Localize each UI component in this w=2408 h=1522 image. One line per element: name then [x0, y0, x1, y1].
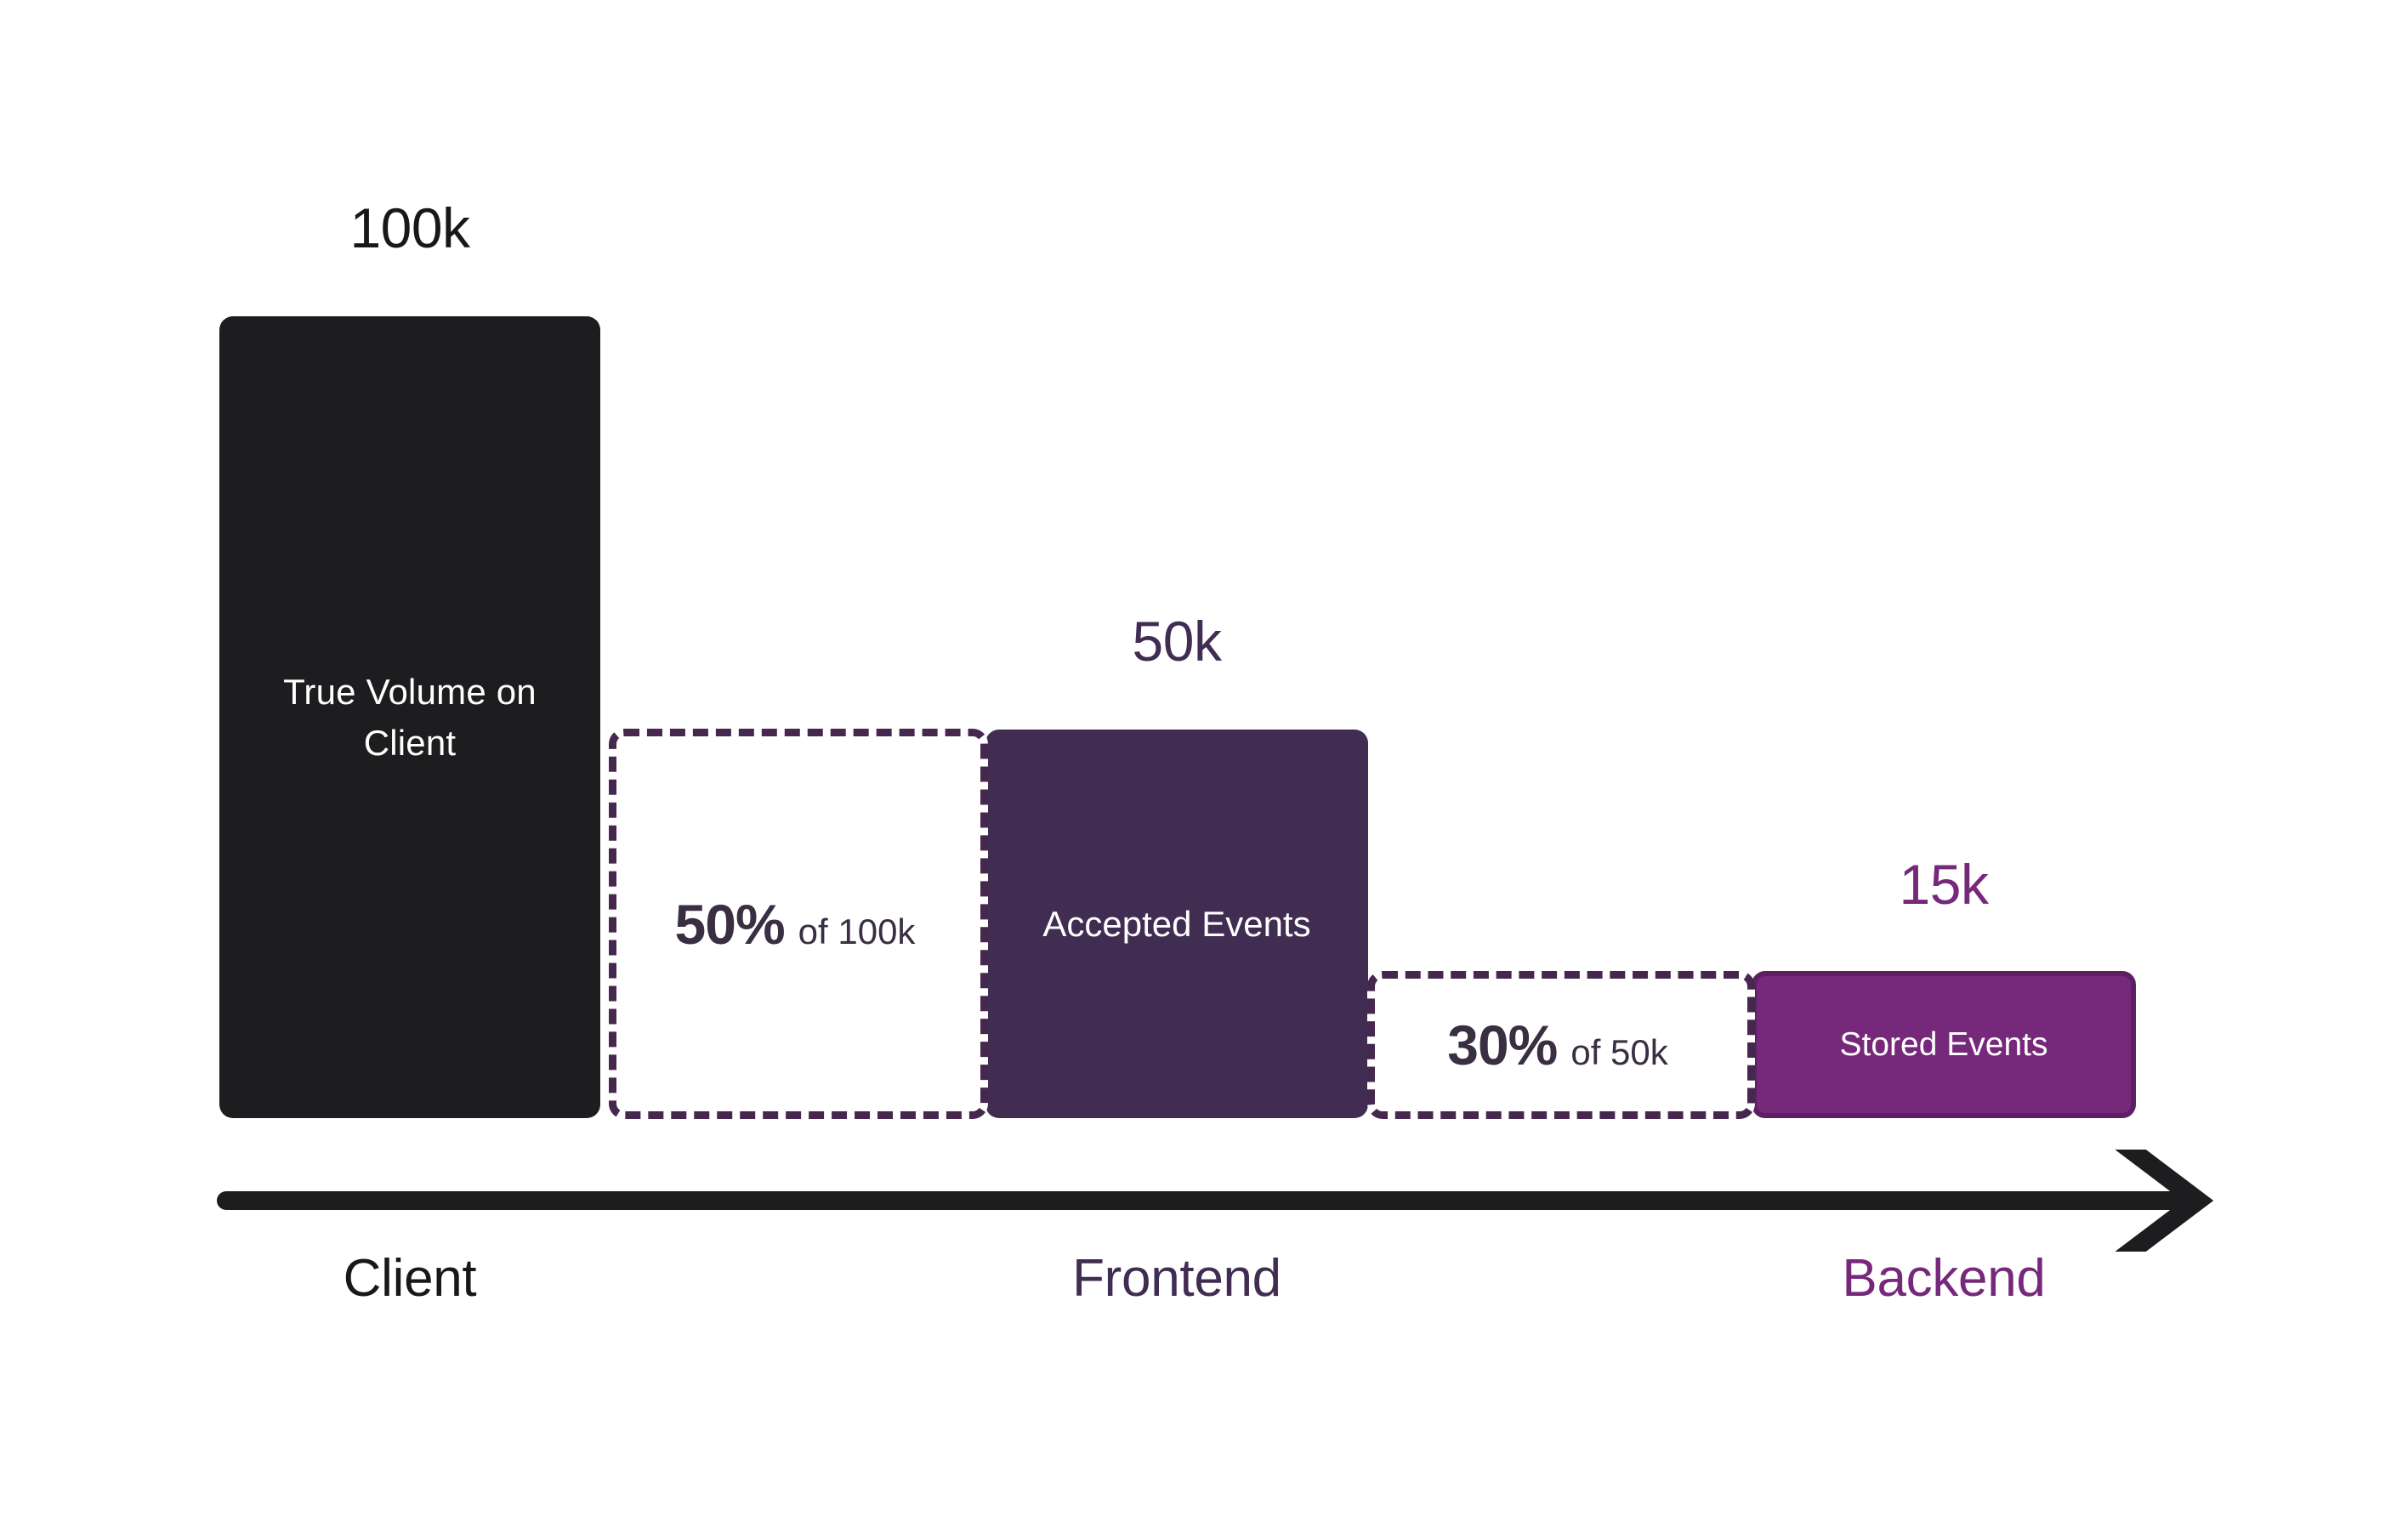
dropoff-of-client-to-frontend: of 100k [798, 911, 916, 951]
dropoff-box-client-to-frontend: 50% of 100k [609, 729, 988, 1119]
value-label-client: 100k [349, 196, 470, 259]
dropoff-box-frontend-to-backend: 30% of 50k [1367, 971, 1755, 1119]
bar-label-backend: Stored Events [1839, 1025, 2048, 1063]
bar-label-client: True Volume on Client [283, 671, 537, 763]
dropoff-percent-frontend-to-backend: 30% [1447, 1014, 1558, 1076]
dropoff-percent-client-to-frontend: 50% [674, 892, 786, 956]
axis-label-frontend: Frontend [1072, 1249, 1281, 1308]
axis-arrow-icon [217, 1150, 2214, 1252]
axis-label-client: Client [343, 1249, 477, 1308]
bar-label-frontend: Accepted Events [1042, 903, 1311, 944]
axis-label-backend: Backend [1842, 1249, 2046, 1308]
dropoff-text-frontend-to-backend: 30% of 50k [1447, 1013, 1668, 1077]
bar-client: True Volume on Client [219, 316, 600, 1118]
dropoff-of-frontend-to-backend: of 50k [1570, 1032, 1668, 1072]
dropoff-text-client-to-frontend: 50% of 100k [675, 892, 916, 957]
bar-frontend: Accepted Events [985, 730, 1368, 1118]
value-label-frontend: 50k [1132, 610, 1222, 673]
value-label-backend: 15k [1899, 853, 1989, 916]
bar-backend: Stored Events [1752, 971, 2136, 1118]
